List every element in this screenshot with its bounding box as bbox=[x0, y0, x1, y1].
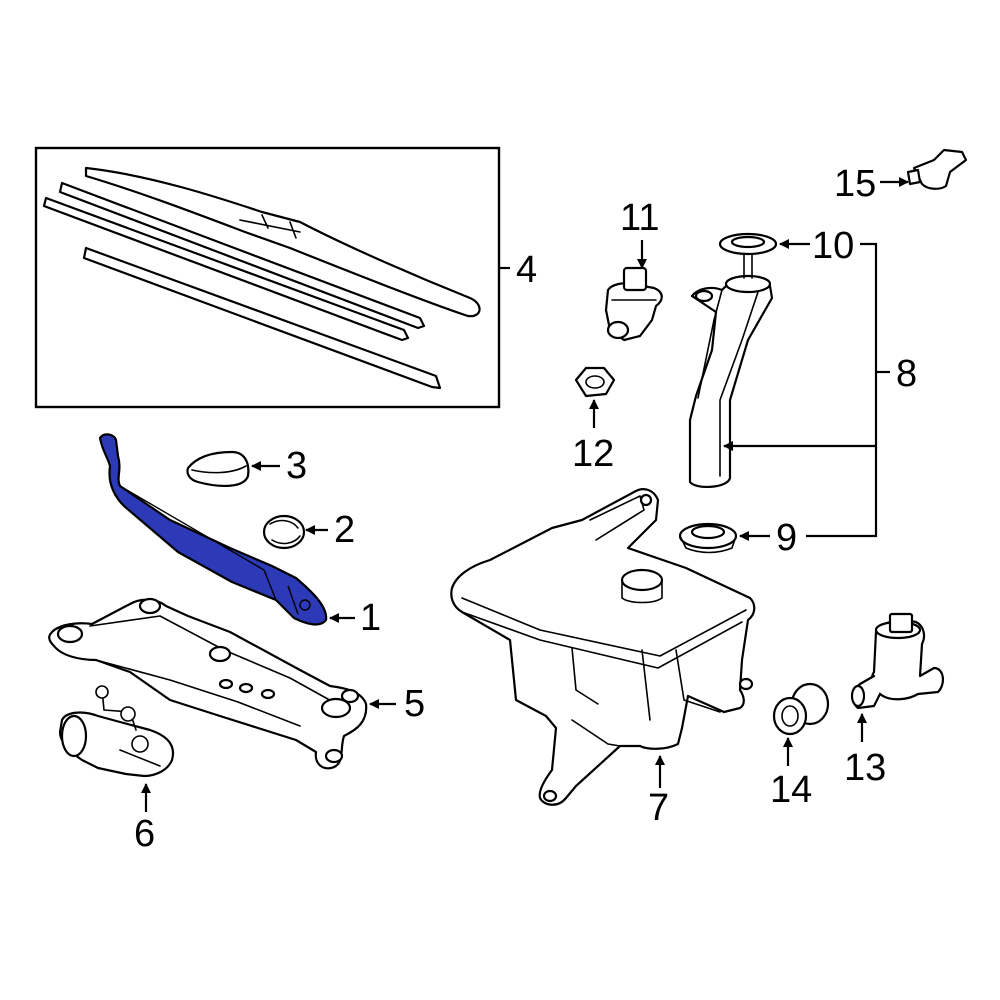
callout-6[interactable]: 6 bbox=[134, 813, 155, 855]
callout-9[interactable]: 9 bbox=[776, 517, 797, 559]
wiper-motor[interactable] bbox=[58, 685, 175, 778]
callout-5[interactable]: 5 bbox=[404, 683, 425, 725]
callout-1[interactable]: 1 bbox=[360, 597, 381, 639]
callout-12[interactable]: 12 bbox=[572, 433, 614, 475]
level-sensor[interactable] bbox=[604, 266, 663, 342]
nut-cap[interactable] bbox=[262, 514, 306, 550]
callout-4[interactable]: 4 bbox=[516, 249, 537, 291]
washer-pump[interactable] bbox=[850, 612, 944, 710]
callout-3[interactable]: 3 bbox=[286, 445, 307, 487]
callout-2[interactable]: 2 bbox=[334, 509, 355, 551]
washer-reservoir[interactable] bbox=[450, 488, 756, 806]
callout-7[interactable]: 7 bbox=[648, 787, 669, 829]
pivot-cap[interactable] bbox=[186, 450, 250, 488]
callout-14[interactable]: 14 bbox=[770, 769, 812, 811]
wiper-blade-frame bbox=[34, 146, 501, 409]
pump-grommet[interactable] bbox=[772, 682, 830, 736]
filler-grommet[interactable] bbox=[678, 522, 738, 554]
filler-pipe[interactable] bbox=[688, 274, 774, 488]
callout-13[interactable]: 13 bbox=[844, 747, 886, 789]
callout-15[interactable]: 15 bbox=[834, 163, 876, 205]
wiper-blade-group[interactable] bbox=[34, 146, 501, 409]
callout-11[interactable]: 11 bbox=[620, 197, 659, 239]
filler-cap[interactable] bbox=[718, 232, 778, 279]
callout-8[interactable]: 8 bbox=[896, 353, 917, 395]
leader-lines bbox=[141, 177, 909, 812]
wiper-linkage[interactable] bbox=[48, 597, 368, 770]
callout-labels: 1 2 3 4 5 6 7 8 9 10 11 12 13 14 15 bbox=[134, 163, 917, 855]
sensor-nut[interactable] bbox=[574, 366, 616, 398]
callout-10[interactable]: 10 bbox=[812, 225, 854, 267]
retaining-clip[interactable] bbox=[906, 148, 968, 190]
wiper-arm[interactable] bbox=[98, 433, 328, 626]
